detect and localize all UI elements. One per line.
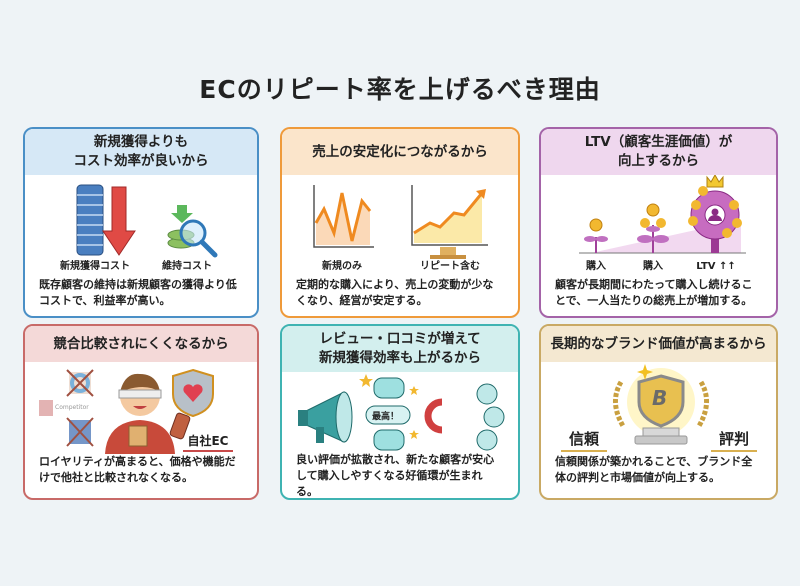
- card-brand-value: 長期的なブランド価値が高まるから B 信頼 評判 信頼関係が築かれることで、ブラ…: [539, 324, 778, 500]
- card-ltv: LTV（顧客生涯価値）が向上するから 購入 購入 LTV ↑↑ 顧客が長期間にわ…: [539, 127, 778, 318]
- illustration: B 信頼 評判: [541, 362, 776, 454]
- card-competition: 競合比較されにくくなるから Competitor 自社EC ロイヤリティが高まる…: [23, 324, 259, 500]
- page-title: ECのリピート率を上げるべき理由: [199, 75, 601, 104]
- label-trust: 信頼: [568, 430, 599, 448]
- money-tree-growth-icon: [579, 175, 746, 254]
- card-title-line1: 売上の安定化につながるから: [312, 143, 488, 160]
- card-title-line1: LTV（顧客生涯価値）が: [584, 134, 733, 150]
- card-description: ロイヤリティが高まると、価格や機能だけで他社と比較されなくなる。: [39, 455, 236, 484]
- card-description: 良い評価が拡散され、新たな顧客が安心して購入しやすくなる好循環が生まれる。: [296, 453, 495, 498]
- card-title-line1: レビュー・口コミが増えて: [319, 331, 481, 347]
- card-sales-stability: 売上の安定化につながるから 新規のみ リピート含む 定期的な購入により、売上の変…: [280, 127, 520, 318]
- card-header: 売上の安定化につながるから: [282, 129, 518, 175]
- card-description: 既存顧客の維持は新規顧客の獲得より低コストで、利益率が高い。: [39, 278, 237, 307]
- brand-badge-letter: B: [652, 386, 668, 410]
- card-title-line1: 競合比較されにくくなるから: [53, 335, 229, 352]
- coin-stack-cost-icon: [76, 184, 218, 258]
- card-title-line2: 新規獲得効率も上がるから: [319, 350, 481, 366]
- loyal-customer-blindfold-icon: [39, 368, 233, 454]
- card-title-line2: 向上するから: [618, 153, 699, 169]
- label-acquisition-cost: 新規獲得コスト: [60, 261, 130, 272]
- label-with-repeat: リピート含む: [420, 261, 480, 272]
- label-purchase-2: 購入: [643, 261, 663, 272]
- card-description: 信頼関係が築かれることで、ブランド全体の評判と市場価値が向上する。: [555, 455, 753, 484]
- label-reputation: 評判: [718, 430, 749, 448]
- label-purchase-1: 購入: [586, 261, 606, 272]
- illustration: 最高！: [282, 372, 518, 452]
- label-own-ec: 自社EC: [187, 434, 229, 448]
- card-header: レビュー・口コミが増えて新規獲得効率も上がるから: [282, 326, 518, 372]
- card-cost-efficiency: 新規獲得よりもコスト効率が良いから 新規獲得コスト 維持コスト 既存顧客の維持は…: [23, 127, 259, 318]
- card-header: 新規獲得よりもコスト効率が良いから: [25, 129, 257, 175]
- illustration: 新規獲得コスト 維持コスト: [25, 175, 257, 277]
- card-title-line1: 長期的なブランド価値が高まるから: [550, 335, 767, 352]
- illustration: Competitor 自社EC: [25, 362, 257, 454]
- illustration: 新規のみ リピート含む: [282, 175, 518, 277]
- brand-shield-trophy-icon: [561, 364, 757, 452]
- review-bubble-text: 最高！: [372, 412, 400, 422]
- sales-charts-icon: [313, 185, 488, 259]
- megaphone-reviews-magnet-icon: [298, 374, 505, 451]
- label-new-only: 新規のみ: [322, 261, 362, 272]
- card-title-line2: コスト効率が良いから: [73, 153, 209, 169]
- card-header: 競合比較されにくくなるから: [25, 326, 257, 362]
- illustration: 購入 購入 LTV ↑↑: [541, 175, 776, 277]
- card-description: 定期的な購入により、売上の変動が少なくなり、経営が安定する。: [296, 278, 494, 307]
- label-ltv-up: LTV ↑↑: [696, 261, 736, 272]
- card-description: 顧客が長期間にわたって購入し続けることで、一人当たりの総売上が増加する。: [555, 278, 753, 307]
- card-header: LTV（顧客生涯価値）が向上するから: [541, 129, 776, 175]
- label-retention-cost: 維持コスト: [162, 261, 212, 272]
- card-header: 長期的なブランド価値が高まるから: [541, 326, 776, 362]
- card-reviews: レビュー・口コミが増えて新規獲得効率も上がるから 最高！ 良い評価が拡散され、新…: [280, 324, 520, 500]
- competitor-label: Competitor: [55, 404, 89, 411]
- card-title-line1: 新規獲得よりも: [93, 134, 189, 150]
